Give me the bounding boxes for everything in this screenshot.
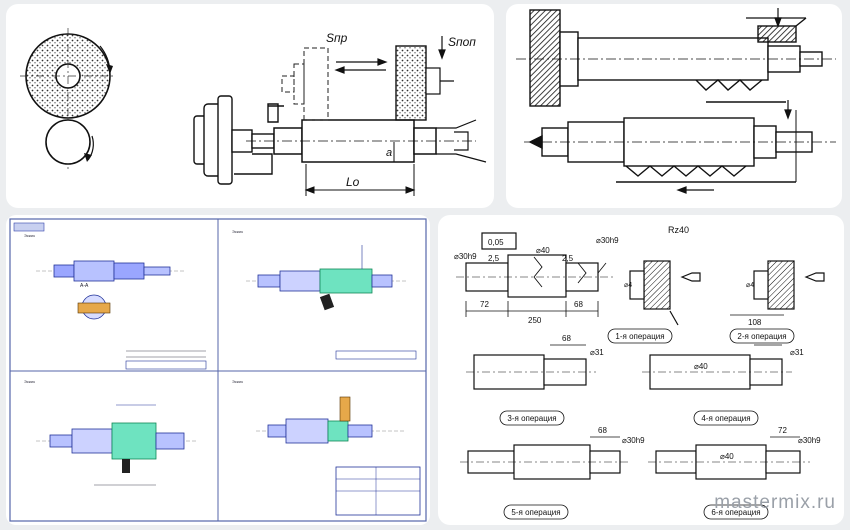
cad-sheet-3: Эскиз: [24, 379, 196, 486]
dim-chamfer-b: 2,5: [562, 254, 574, 263]
dim-72-a: 72: [480, 300, 489, 309]
part-drawing: [456, 232, 616, 317]
cad-sheet-4: Эскиз: [232, 379, 421, 516]
operation-label-3: 3-я операция: [507, 414, 556, 423]
grinding-scheme-panel: Sпр Sпоп a Lo: [6, 4, 494, 208]
dim-d31-a: ⌀31: [590, 348, 604, 357]
watermark: mastermix.ru: [714, 492, 836, 513]
dim-250: 250: [528, 316, 542, 325]
operation-label-5: 5-я операция: [511, 508, 560, 517]
dim-d30h9-a: ⌀30h9: [454, 252, 477, 261]
sketch-op6: ⌀40 72 ⌀30h9: [648, 426, 821, 480]
section-label: А-А: [80, 283, 89, 289]
wheel-dashed-position: [281, 47, 329, 121]
dim-d40-b: ⌀40: [694, 362, 708, 371]
cad-sheets-drawing: Эскиз А-А Эскиз Эскиз Эскиз: [9, 218, 427, 522]
grinding-scheme-drawing: Sпр Sпоп a Lo: [20, 28, 487, 196]
feed-arrows: [334, 36, 446, 74]
operation-label-4: 4-я операция: [701, 414, 750, 423]
operations-drawing: 0,05 ⌀30h9 2,5 ⌀40 2,5 ⌀30h9 72 68 250 ⌀…: [454, 225, 825, 520]
operation-labels: 1-я операция 2-я операция 3-я операция 4…: [499, 328, 795, 520]
grinding-wheel: [20, 28, 116, 172]
bottom-arrows: [676, 100, 792, 194]
fixture-op2: ⌀4 108: [730, 260, 825, 327]
operations-panel: 0,05 ⌀30h9 2,5 ⌀40 2,5 ⌀30h9 72 68 250 ⌀…: [438, 215, 844, 525]
dim-d30h9-d: ⌀30h9: [798, 436, 821, 445]
dim-68-b: 68: [562, 334, 571, 343]
dim-d30h9-c: ⌀30h9: [622, 436, 645, 445]
fixture-op1: ⌀4: [624, 260, 701, 326]
tolerance-value: 0,05: [488, 238, 504, 247]
workpiece-circle: [45, 119, 94, 165]
dim-d40-a: ⌀40: [536, 246, 550, 255]
lathe-scheme-drawing: [516, 8, 836, 194]
top-arrows: [746, 8, 806, 28]
cad-sheet-2: Эскиз: [232, 229, 417, 360]
depth-label: a: [386, 147, 392, 159]
sketch-op5: 68 ⌀30h9: [460, 426, 645, 480]
cad-sheets-panel: Эскиз А-А Эскиз Эскиз Эскиз: [6, 215, 430, 525]
grinding-wheel-side: [395, 45, 454, 121]
dim-108: 108: [748, 318, 762, 327]
dim-d40-c: ⌀40: [720, 452, 734, 461]
dim-d31-b: ⌀31: [790, 348, 804, 357]
bottom-shaft-setup: [524, 110, 836, 183]
feed-longitudinal-label: Sпр: [326, 31, 348, 45]
top-shaft-setup: [516, 9, 836, 107]
operation-label-1: 1-я операция: [615, 332, 664, 341]
dim-d30h9-b: ⌀30h9: [596, 236, 619, 245]
sheet-2-label: Эскиз: [232, 229, 243, 234]
dim-68-a: 68: [574, 300, 583, 309]
sheet-4-label: Эскиз: [232, 379, 243, 384]
shaft-workpiece: [246, 119, 487, 163]
dim-d4-b: ⌀4: [746, 282, 754, 289]
roughness-symbol: Rz40: [668, 225, 689, 235]
dimension-lines: [304, 142, 416, 196]
sheet-1-label: Эскиз: [24, 233, 35, 238]
dim-d4-a: ⌀4: [624, 282, 632, 289]
sheet-3-label: Эскиз: [24, 379, 35, 384]
sketch-op3: 68 ⌀31: [466, 334, 604, 390]
machine-headstock: [193, 95, 284, 185]
cad-sheet-1: Эскиз А-А: [13, 222, 207, 370]
length-label: Lo: [346, 175, 360, 189]
operation-label-2: 2-я операция: [737, 332, 786, 341]
dim-chamfer-a: 2,5: [488, 254, 500, 263]
feed-cross-label: Sпоп: [448, 35, 476, 49]
dim-72-c: 72: [778, 426, 787, 435]
dim-68-c: 68: [598, 426, 607, 435]
operation-label-6: 6-я операция: [711, 508, 760, 517]
lathe-scheme-panel: [506, 4, 842, 208]
